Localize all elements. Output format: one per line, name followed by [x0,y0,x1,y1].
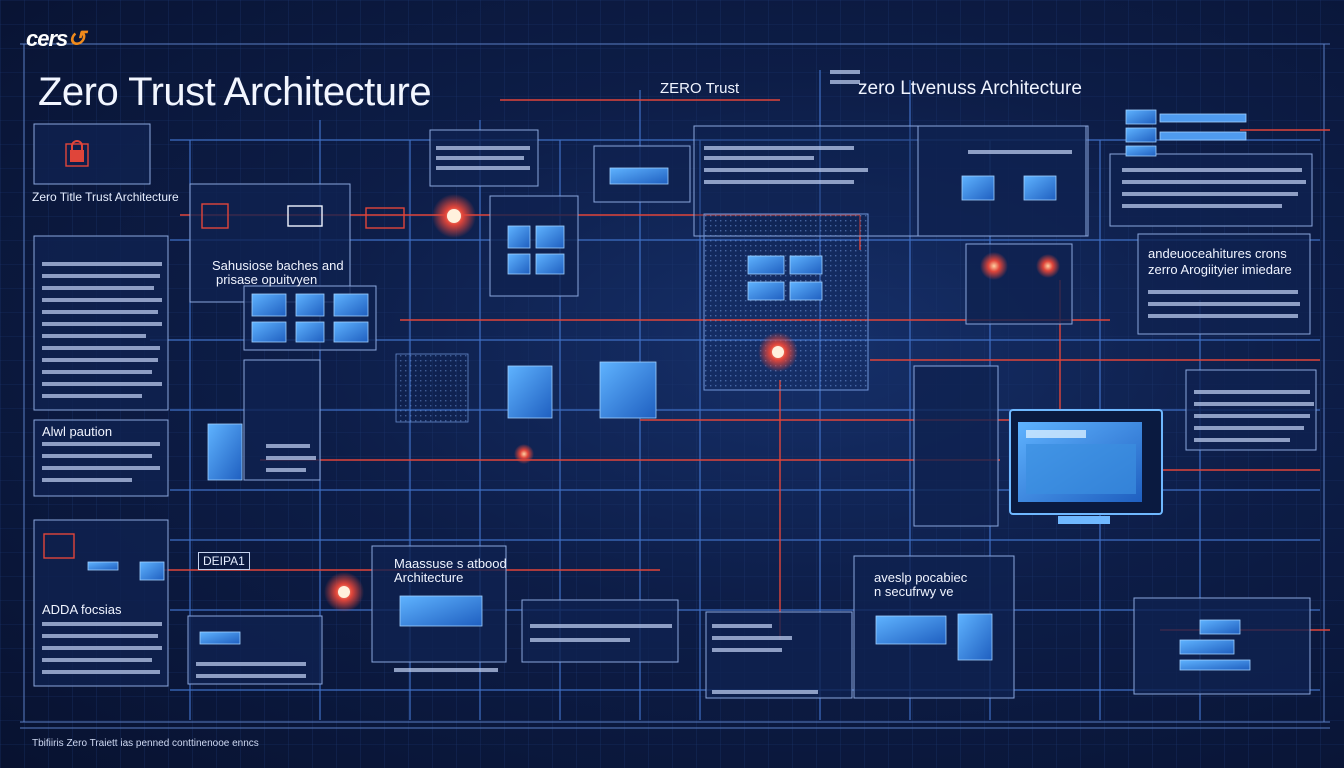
right-title: zero Ltvenuss Architecture [858,78,1082,99]
logo-text: cers [26,26,68,51]
frame-lines [20,43,1330,729]
page-title: Zero Trust Architecture [38,70,432,114]
footer-caption: Tbifiiris Zero Traiett ias penned contti… [32,738,259,749]
mid-left-label-2: prisase opuitvyen [216,272,318,287]
lock-icon [70,140,84,162]
mid-bottom-label-2: Architecture [394,570,464,585]
panel-text-lines [42,70,1314,694]
bottom-right-label-2: n secufrwy ve [874,584,954,599]
right-mid-label-1: andeuoceahitures crons [1148,246,1287,261]
screen-tiles [87,109,1251,671]
bottom-left-tag: DEIPA1 [198,552,250,570]
right-mid-label-2: zerro Arogiityier imiedare [1148,262,1292,277]
monitor-icon [1009,409,1163,524]
mid-left-label-1: Sahusiose baches and [212,258,344,273]
swoosh-logo-icon: ↺ [67,26,85,51]
threat-nodes [324,194,1060,612]
bottom-right-label-1: aveslp pocabiec [874,570,968,585]
left-mid-label: Alwl paution [42,424,113,439]
brand-logo: cers↺ [26,26,86,52]
mid-bottom-label-1: Maassuse s atbood [394,556,507,571]
left-bottom-label: ADDA focsias [42,602,122,617]
left-box-label: Zero Title Trust Architecture [32,190,179,204]
component-boxes [43,143,405,559]
center-label: ZERO Trust [660,80,740,97]
